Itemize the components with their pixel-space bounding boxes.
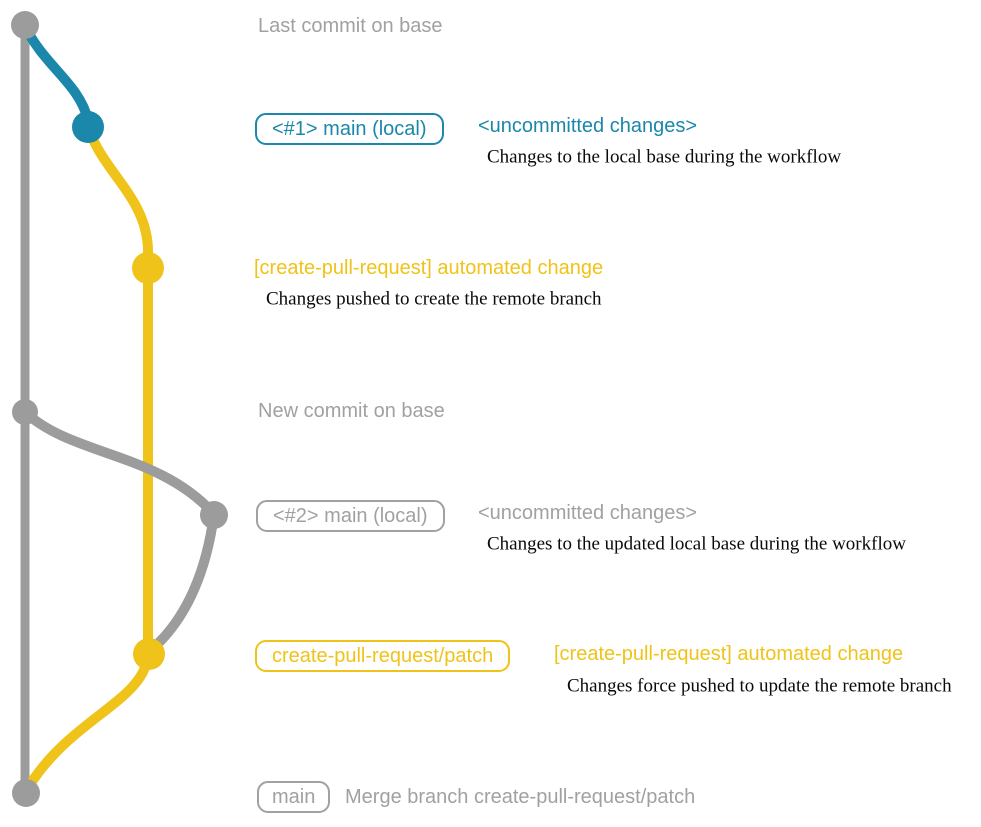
- main-tag-wrap: main: [257, 781, 331, 813]
- main1-description: Changes to the local base during the wor…: [487, 146, 842, 168]
- commit-node-automated-1: [132, 252, 164, 284]
- main2-to-patch-edge: [146, 509, 219, 655]
- commit-node-main2: [200, 501, 228, 529]
- main1-tag-wrap: <#1> main (local): [255, 113, 444, 145]
- commit-node-last-base: [11, 11, 39, 39]
- automated1-description: Changes pushed to create the remote bran…: [266, 288, 602, 310]
- main2-heading: <uncommitted changes>: [478, 502, 698, 524]
- patch-tag-wrap: create-pull-request/patch: [255, 640, 511, 672]
- main2-branch-tag: <#2> main (local): [256, 500, 445, 532]
- merge-commit-message: Merge branch create-pull-request/patch: [345, 786, 696, 808]
- local-changes-edge: [20, 21, 93, 125]
- patch-branch-tag: create-pull-request/patch: [255, 640, 511, 672]
- last-commit-title: Last commit on base: [258, 15, 443, 37]
- commit-node-automated-2: [133, 638, 165, 670]
- main1-heading: <uncommitted changes>: [478, 115, 698, 137]
- commit-node-merge: [12, 779, 40, 807]
- commit-node-new-base: [12, 399, 38, 425]
- automated2-heading: [create-pull-request] automated change: [554, 643, 904, 665]
- main2-description: Changes to the updated local base during…: [487, 533, 906, 555]
- commit-node-main1: [72, 111, 104, 143]
- automated2-description: Changes force pushed to update the remot…: [567, 675, 952, 697]
- base-to-main2-edge: [20, 407, 219, 519]
- automated1-heading: [create-pull-request] automated change: [254, 257, 604, 279]
- main-branch-tag: main: [257, 781, 331, 813]
- main2-tag-wrap: <#2> main (local): [256, 500, 445, 532]
- main1-branch-tag: <#1> main (local): [255, 113, 444, 145]
- new-commit-title: New commit on base: [258, 400, 445, 422]
